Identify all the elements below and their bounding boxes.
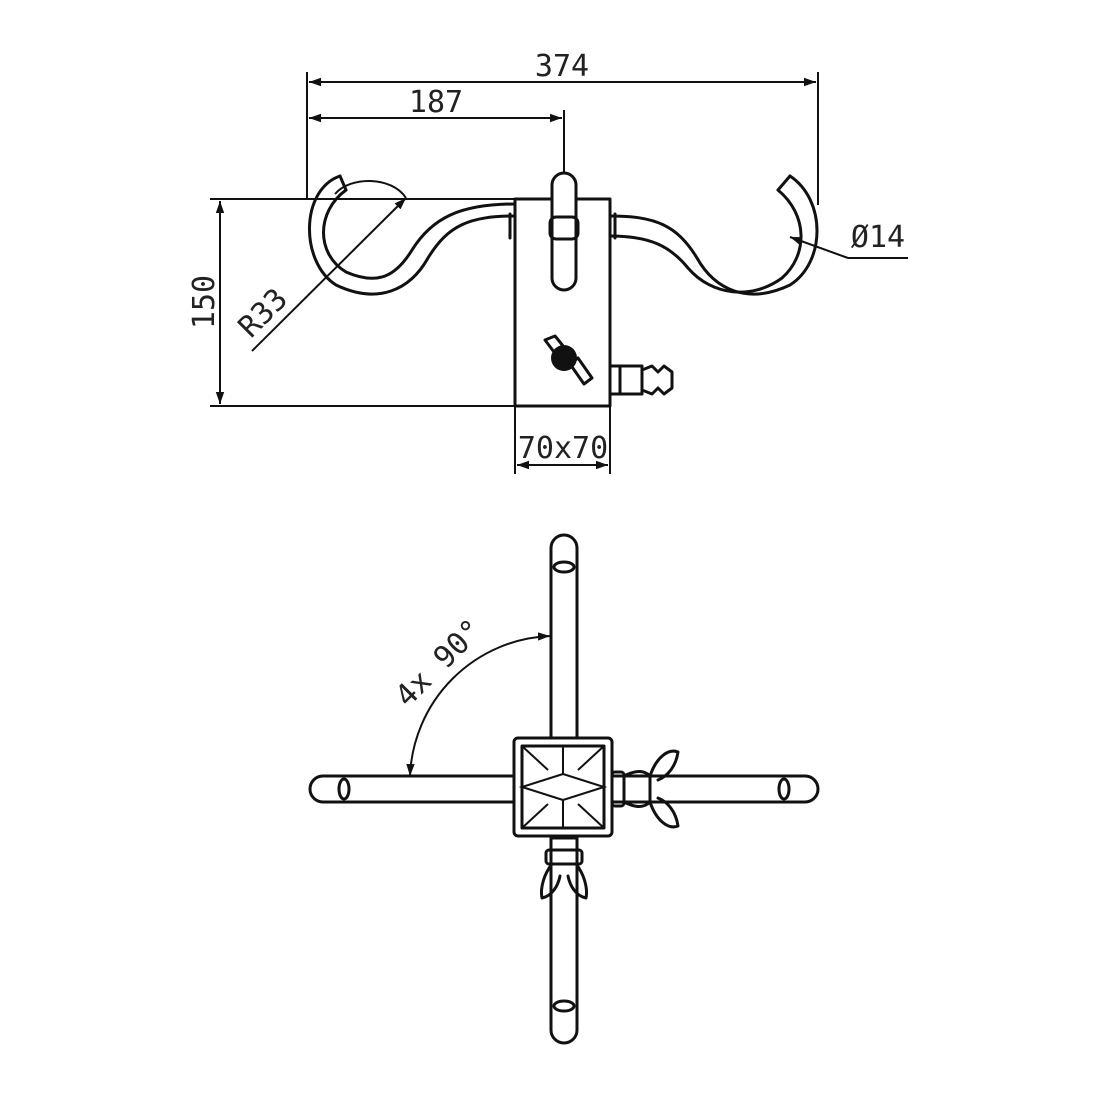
dimension-block-size: 70x70 xyxy=(514,406,611,474)
left-hook xyxy=(308,174,517,296)
dimension-height: 150 xyxy=(187,198,515,407)
dimension-label-tube-diameter: Ø14 xyxy=(851,220,905,255)
angle-label: 4x 90° xyxy=(389,613,490,714)
bottom-arm xyxy=(549,836,579,1045)
right-arm xyxy=(610,774,820,804)
dimension-half-width: 187 xyxy=(309,85,565,176)
dimension-overall-width: 374 xyxy=(306,49,819,205)
dimension-label-height: 150 xyxy=(187,275,222,329)
wing-nut-bottom-icon xyxy=(540,848,588,900)
front-view: 374 187 150 R33 xyxy=(187,49,908,474)
top-arm xyxy=(549,533,579,742)
dimension-label-half-width: 187 xyxy=(409,85,463,120)
center-block-top xyxy=(512,736,614,838)
wing-nut-icon xyxy=(543,334,594,386)
vertical-tube-loop xyxy=(548,171,580,292)
dimension-label-overall-width: 374 xyxy=(535,49,589,84)
right-hook xyxy=(608,174,819,296)
left-arm xyxy=(308,774,517,804)
top-view: 4x 90° xyxy=(308,533,820,1045)
side-bolt-icon xyxy=(608,364,674,396)
dimension-label-hook-radius: R33 xyxy=(232,282,295,345)
dimension-label-block-size: 70x70 xyxy=(518,431,608,466)
wing-nut-right-icon xyxy=(610,749,680,829)
dimension-tube-diameter: Ø14 xyxy=(789,220,908,259)
